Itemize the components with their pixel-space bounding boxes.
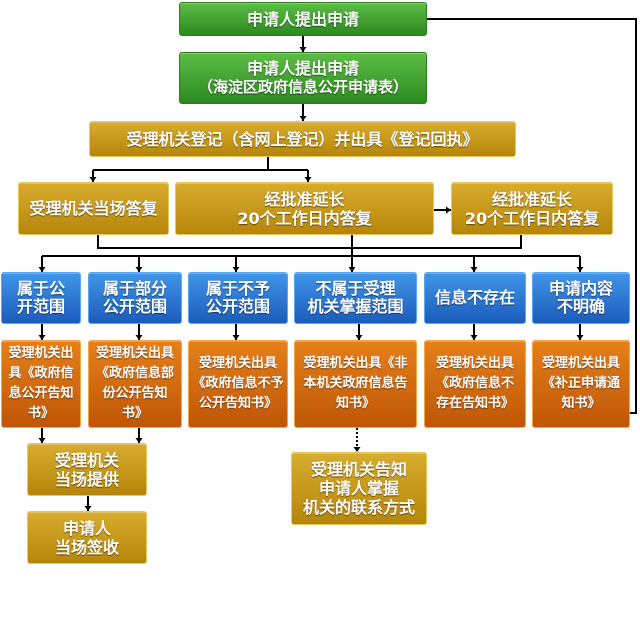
connector-reply-extend-b-bus — [97, 235, 522, 249]
node-label: 20个工作日内答复 — [237, 208, 372, 228]
node-label: 机关的联系方式 — [302, 498, 415, 517]
node-label: 息公开告知 — [8, 386, 74, 401]
node-label: 当场签收 — [54, 537, 119, 557]
node-label: 存在告知书》 — [435, 396, 514, 411]
node-label: 申请内容 — [548, 279, 613, 298]
node-label: 公开范围 — [205, 297, 270, 316]
node-register: 受理机关登记（含网上登记）并出具《登记回执》 — [89, 121, 516, 157]
node-label: 受理机关出具 — [541, 356, 620, 371]
category-partial-public: 属于部分 公开范围 — [88, 272, 182, 324]
notice-partial-public: 受理机关出具 《政府信息部 份公开告知 书》 — [88, 340, 182, 428]
connector-notice-6-loop-to-apply — [427, 18, 637, 414]
node-extend-a: 经批准延长 20个工作日内答复 — [175, 182, 434, 235]
category-out-of-scope: 不属于受理 机关掌握范围 — [294, 272, 417, 324]
node-label: 受理机关出具 — [435, 356, 514, 371]
category-public: 属于公 开范围 — [1, 272, 81, 324]
node-label: 《政府信息部 — [95, 366, 174, 381]
node-label: 受理机关出具《非 — [303, 356, 408, 371]
node-label: 不明确 — [556, 297, 605, 316]
node-reply-on-spot: 受理机关当场答复 — [18, 182, 169, 235]
node-label: 公开告知书》 — [198, 396, 277, 411]
node-apply: 申请人提出申请 — [179, 2, 427, 36]
notice-out-of-scope: 受理机关出具《非 本机关政府信息告 知书》 — [294, 340, 417, 428]
node-label: 申请人掌握 — [318, 479, 399, 498]
node-label: 属于公 — [16, 279, 65, 298]
node-label: 《政府信息不予 — [192, 376, 284, 391]
node-extend-b: 经批准延长 20个工作日内答复 — [451, 182, 613, 235]
node-label: 知书》 — [561, 396, 601, 411]
node-label: 开范围 — [16, 297, 65, 316]
category-not-public: 属于不予 公开范围 — [188, 272, 288, 324]
node-label: 书》 — [27, 406, 54, 421]
node-label: 申请人 — [62, 518, 111, 538]
node-label: 经批准延长 — [264, 189, 345, 209]
node-label: 属于部分 — [102, 279, 167, 298]
node-label: 受理机关当场答复 — [29, 199, 158, 218]
node-label: 经批准延长 — [491, 189, 572, 209]
node-label: 公开范围 — [102, 297, 167, 316]
node-label: 《补正申请通 — [541, 376, 620, 391]
notice-not-exist: 受理机关出具 《政府信息不 存在告知书》 — [424, 340, 526, 428]
node-label: 受理机关 — [54, 450, 119, 470]
node-label: 本机关政府信息告 — [303, 376, 408, 391]
notice-not-public: 受理机关出具 《政府信息不予 公开告知书》 — [188, 340, 288, 428]
node-label: 受理机关登记（含网上登记）并出具《登记回执》 — [126, 129, 479, 149]
node-label: 属于不予 — [205, 279, 270, 298]
notice-public: 受理机关出 具《政府信 息公开告知 书》 — [1, 340, 81, 428]
notice-supplement: 受理机关出具 《补正申请通 知书》 — [532, 340, 630, 428]
category-unclear: 申请内容 不明确 — [532, 272, 630, 324]
node-label: 份公开告知 — [102, 386, 168, 401]
node-label: 具《政府信 — [8, 366, 74, 381]
node-label: 《政府信息不 — [435, 376, 514, 391]
node-label: 受理机关出具 — [95, 346, 174, 361]
node-label: 受理机关告知 — [310, 460, 407, 479]
node-label: 知书》 — [335, 396, 375, 411]
node-label: 不属于受理 — [315, 279, 396, 298]
node-apply-form: 申请人提出申请 （海淀区政府信息公开申请表） — [179, 52, 427, 104]
node-label: 申请人提出申请 — [246, 9, 359, 29]
node-provide-on-spot: 受理机关 当场提供 — [27, 443, 147, 496]
node-label: 受理机关出 — [8, 346, 74, 361]
node-sign-on-spot: 申请人 当场签收 — [27, 511, 147, 564]
node-label: 当场提供 — [54, 469, 119, 489]
node-label: 机关掌握范围 — [307, 297, 404, 316]
node-label: 信息不存在 — [434, 288, 515, 307]
node-label: 申请人提出申请 — [246, 59, 359, 78]
node-label: 20个工作日内答复 — [464, 208, 600, 228]
category-not-exist: 信息不存在 — [424, 272, 526, 324]
node-label: 受理机关出具 — [198, 356, 277, 371]
node-sublabel: （海淀区政府信息公开申请表） — [197, 78, 408, 96]
node-label: 书》 — [121, 406, 148, 421]
node-inform-contact: 受理机关告知 申请人掌握 机关的联系方式 — [291, 452, 427, 525]
